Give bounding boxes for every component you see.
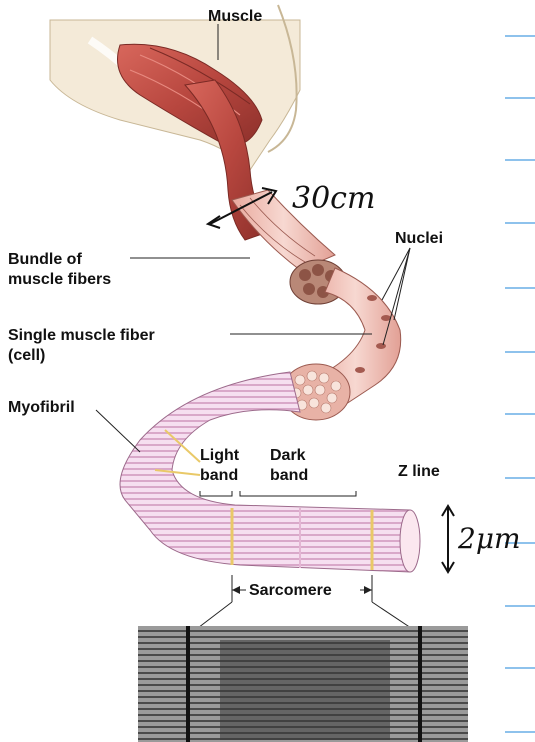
band-brackets — [200, 491, 356, 496]
notebook-ruled-lines — [505, 36, 535, 732]
nucleus — [355, 367, 365, 373]
annotation-myofibril-diameter: 2μm — [457, 522, 521, 555]
label-dark-band-line1: Dark — [270, 447, 306, 464]
label-single-fiber-line1: Single muscle fiber — [8, 327, 155, 344]
electron-micrograph — [138, 626, 468, 742]
label-single-fiber-line2: (cell) — [8, 347, 45, 364]
handwritten-height-arrow — [442, 506, 454, 572]
nucleus — [376, 343, 386, 349]
nucleus — [367, 295, 377, 301]
label-light-band-line1: Light — [200, 447, 240, 464]
annotation-fiber-width: 30cm — [292, 181, 375, 216]
label-myofibril: Myofibril — [8, 399, 75, 416]
label-sarcomere: Sarcomere — [249, 582, 332, 599]
label-light-band-line2: band — [200, 467, 238, 484]
label-bundle-line2: muscle fibers — [8, 271, 111, 288]
label-muscle: Muscle — [208, 8, 262, 25]
myofibril-end — [400, 510, 420, 572]
label-nuclei: Nuclei — [395, 230, 443, 247]
label-bundle-line1: Bundle of — [8, 251, 82, 268]
label-dark-band-line2: band — [270, 467, 308, 484]
label-z-line: Z line — [398, 463, 440, 480]
